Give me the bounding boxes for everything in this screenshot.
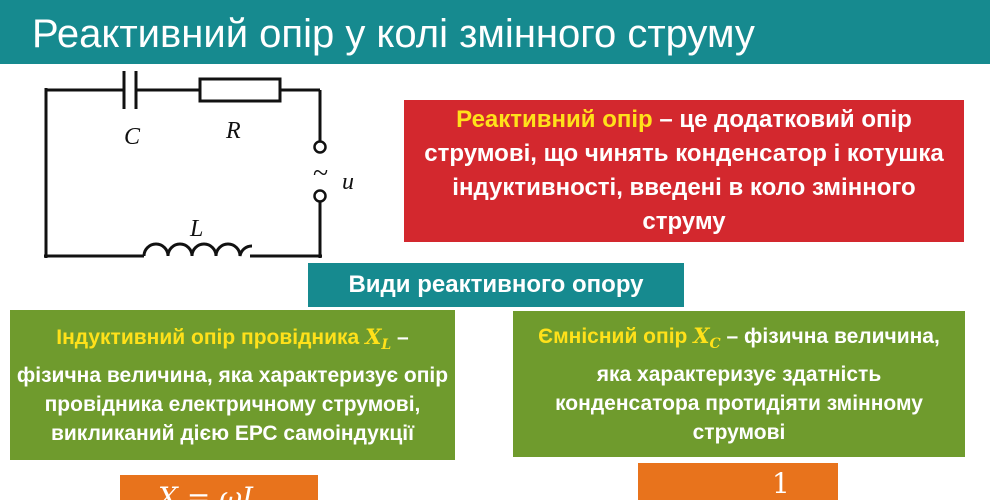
terminal-bottom <box>313 189 327 203</box>
capacitive-term: Ємнісний опір <box>538 325 688 349</box>
resistor <box>198 77 282 103</box>
types-heading: Види реактивного опору <box>308 263 684 307</box>
resistor-label: R <box>225 118 241 144</box>
capacitive-resistance-box: Ємнісний опір XC – фізична величина, яка… <box>513 311 965 457</box>
voltage-label: u <box>342 169 354 195</box>
inductive-text: – фізична величина, яка характеризує опі… <box>16 326 449 445</box>
inductive-term: Індуктивний опір провідника <box>56 326 360 350</box>
inductor-label: L <box>189 216 203 242</box>
source-tilde: ~ <box>313 158 328 189</box>
terminal-top <box>313 140 327 154</box>
circuit-diagram: C R L ~ u <box>44 71 354 258</box>
capacitive-formula-box: 1 <box>638 463 838 500</box>
inductor-coil <box>142 242 253 257</box>
inductive-resistance-box: Індуктивний опір провідника XL – фізична… <box>10 310 455 460</box>
definition-box: Реактивний опір – це додатковий опір стр… <box>404 100 964 242</box>
inductive-symbol: XL <box>365 324 392 354</box>
inductive-formula-box: X = ωL <box>120 475 318 500</box>
definition-text: – це додатковий опір струмові, що чинять… <box>424 106 944 235</box>
page-title: Реактивний опір у колі змінного струму <box>32 12 755 56</box>
title-bar: Реактивний опір у колі змінного струму <box>0 0 990 64</box>
capacitive-text: – фізична величина, яка характеризує зда… <box>555 325 940 444</box>
capacitive-symbol: XC <box>693 323 721 353</box>
inductive-formula: X = ωL <box>158 481 261 500</box>
capacitor-label: C <box>124 124 141 150</box>
capacitive-formula-numerator: 1 <box>772 467 790 500</box>
definition-term: Реактивний опір <box>456 106 653 133</box>
